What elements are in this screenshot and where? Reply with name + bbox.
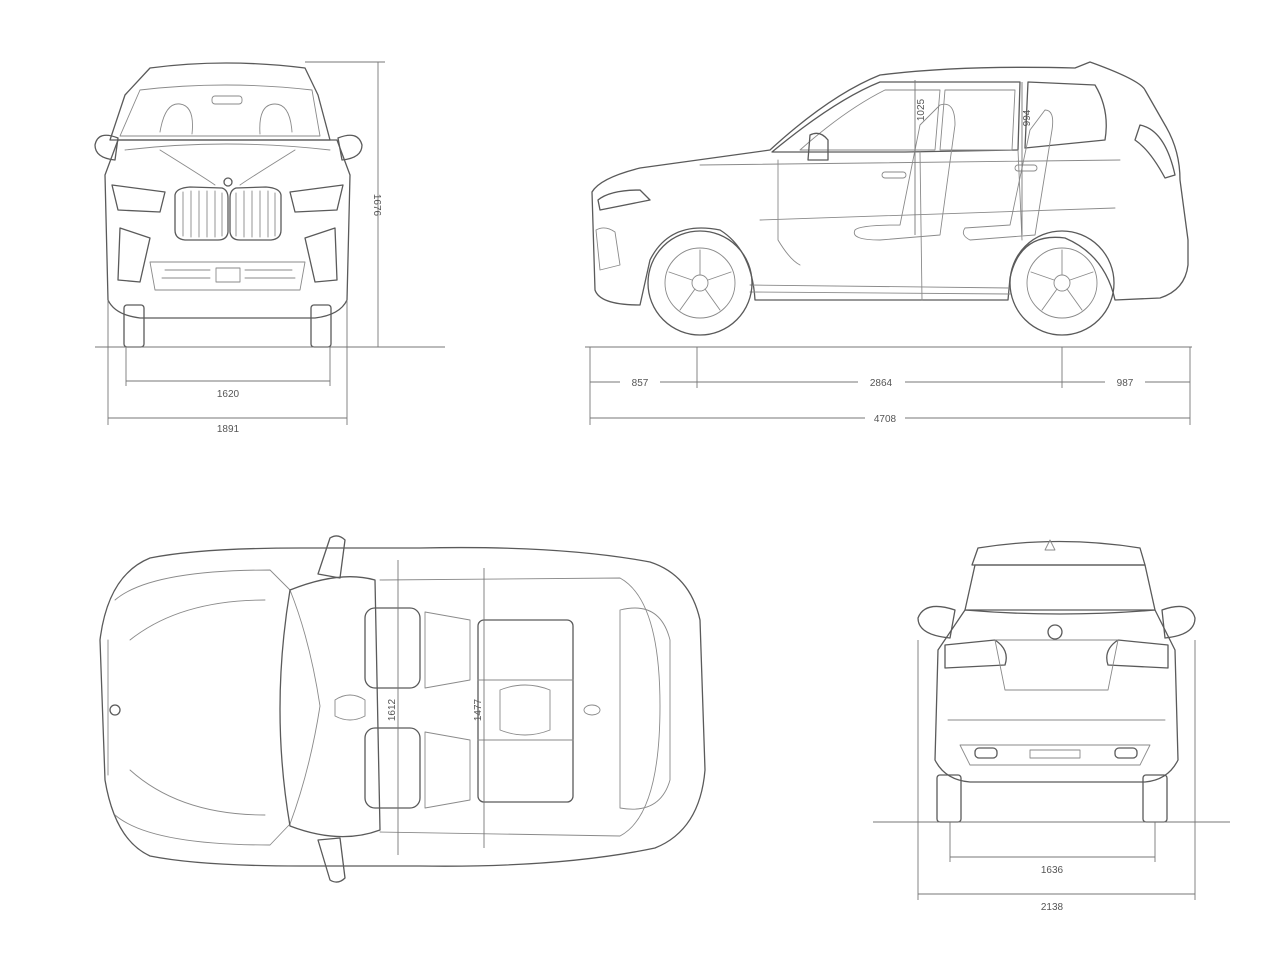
top-view: 1612 1477 <box>99 535 706 883</box>
dim-length: 4708 <box>874 414 897 425</box>
front-view: 1676 1620 1891 <box>94 61 445 435</box>
side-view: 1025 994 857 2864 987 4708 <box>585 61 1192 425</box>
rear-view: 1636 2138 <box>873 539 1230 913</box>
brand-logo-icon <box>1047 624 1063 640</box>
dim-wheelbase: 2864 <box>870 378 893 389</box>
dim-front-overhang: 857 <box>632 378 649 389</box>
dim-rear-headroom: 994 <box>1022 109 1033 126</box>
dim-rear-overhang: 987 <box>1117 378 1134 389</box>
dim-rear-track: 1636 <box>1041 865 1064 876</box>
dim-front-headroom: 1025 <box>916 98 927 121</box>
brand-logo-icon <box>109 704 121 716</box>
dim-front-shoulder: 1612 <box>387 698 398 721</box>
dim-mirror-width: 2138 <box>1041 902 1064 913</box>
dim-front-track: 1620 <box>217 389 240 400</box>
dim-front-width: 1891 <box>217 424 240 435</box>
dim-front-height: 1676 <box>371 194 382 217</box>
brand-logo-icon <box>223 177 233 187</box>
dim-rear-shoulder: 1477 <box>473 698 484 721</box>
